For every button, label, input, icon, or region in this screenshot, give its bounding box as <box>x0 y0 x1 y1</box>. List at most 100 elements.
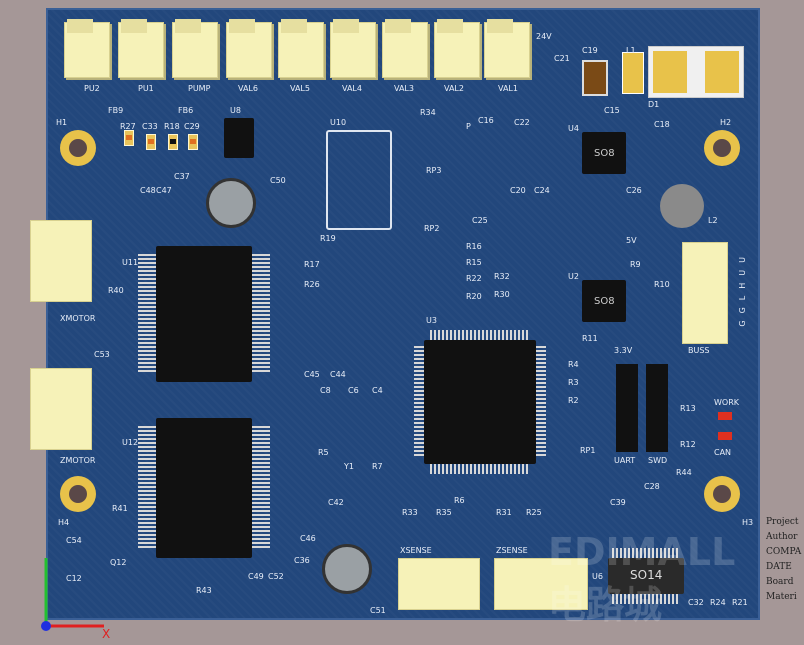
connector-val3 <box>382 19 428 78</box>
label-u8: U8 <box>230 106 241 115</box>
label-r7: R7 <box>372 462 383 471</box>
label-r6: R6 <box>454 496 465 505</box>
label-u3: U3 <box>426 316 437 325</box>
label-q12: Q12 <box>110 558 127 567</box>
label-u10: U10 <box>330 118 347 127</box>
watermark-text: EDIMALL 电路城 <box>548 530 736 627</box>
connector-pu1 <box>118 19 164 78</box>
connector-xsense <box>398 558 480 610</box>
capacitor-c51 <box>322 544 372 594</box>
inductor-l1 <box>622 52 644 94</box>
label-l1: L1 <box>626 46 636 55</box>
capacitor-c50 <box>206 178 256 228</box>
label-c19: C19 <box>582 46 598 55</box>
label-r16: R16 <box>466 242 482 251</box>
label-rp1: RP1 <box>580 446 596 455</box>
connector-pu2 <box>64 19 110 78</box>
label-so14: SO14 <box>630 568 663 582</box>
label-c8: C8 <box>320 386 331 395</box>
label-c28: C28 <box>644 482 660 491</box>
capacitor <box>124 130 134 146</box>
diode-d1 <box>648 46 744 98</box>
connector-val1 <box>484 19 530 78</box>
label-xsense: XSENSE <box>400 546 432 555</box>
label-zmotor: ZMOTOR <box>60 456 96 465</box>
led-can <box>718 432 732 440</box>
label-r31: R31 <box>496 508 512 517</box>
label-r40: R40 <box>108 286 124 295</box>
label-c37: C37 <box>174 172 190 181</box>
label-xmotor: XMOTOR <box>60 314 96 323</box>
connector-zmotor <box>30 368 92 450</box>
chip-u10 <box>326 130 392 230</box>
label-r19: R19 <box>320 234 336 243</box>
label-pu1: PU1 <box>138 84 154 93</box>
label-c45: C45 <box>304 370 320 379</box>
label-pump: PUMP <box>188 84 211 93</box>
label-r34: R34 <box>420 108 436 117</box>
chip-u8 <box>224 118 254 158</box>
label-c46: C46 <box>300 534 316 543</box>
label-c18: C18 <box>654 120 670 129</box>
connector-val5 <box>278 19 324 78</box>
pcb-board: PU2 PU1 PUMP VAL6 VAL5 VAL4 VAL3 VAL2 VA… <box>30 8 760 627</box>
connector-val4 <box>330 19 376 78</box>
label-h4: H4 <box>58 518 70 527</box>
label-pu2: PU2 <box>84 84 100 93</box>
label-work: WORK <box>714 398 740 407</box>
label-r4: R4 <box>568 360 579 369</box>
label-rp3: RP3 <box>426 166 442 175</box>
label-c39: C39 <box>610 498 626 507</box>
label-c15: C15 <box>604 106 620 115</box>
label-r21: R21 <box>732 598 748 607</box>
label-c20: C20 <box>510 186 526 195</box>
label-c32: C32 <box>688 598 704 607</box>
chip-u6-so14 <box>608 558 684 594</box>
label-c36: C36 <box>294 556 310 565</box>
label-r32: R32 <box>494 272 510 281</box>
header-swd <box>646 364 668 452</box>
label-c52: C52 <box>268 572 284 581</box>
connector-pump <box>172 19 218 78</box>
label-c24: C24 <box>534 186 550 195</box>
label-c16: C16 <box>478 116 494 125</box>
capacitor <box>146 134 156 150</box>
label-u12: U12 <box>122 438 139 447</box>
label-c50: C50 <box>270 176 286 185</box>
header-uart <box>616 364 638 452</box>
label-fb9: FB9 <box>108 106 124 115</box>
label-h3: H3 <box>742 518 754 527</box>
label-val5: VAL5 <box>290 84 310 93</box>
label-c42: C42 <box>328 498 344 507</box>
label-c21: C21 <box>554 54 570 63</box>
chip-u2-so8 <box>582 280 626 322</box>
led-work <box>718 412 732 420</box>
label-u11: U11 <box>122 258 139 267</box>
label-u6: U6 <box>592 572 603 581</box>
label-swd: SWD <box>648 456 668 465</box>
connector-zsense <box>494 558 588 610</box>
label-uart: UART <box>614 456 636 465</box>
label-c4: C4 <box>372 386 383 395</box>
title-material: Materi <box>766 592 797 602</box>
label-rp2: RP2 <box>424 224 440 233</box>
chip-u4-so8 <box>582 132 626 174</box>
label-r9: R9 <box>630 260 641 269</box>
capacitor <box>188 134 198 150</box>
connector-buss <box>682 242 728 344</box>
label-3v3: 3.3V <box>614 346 633 355</box>
title-board: Board <box>766 577 794 587</box>
label-c33: C33 <box>142 122 158 131</box>
label-r33: R33 <box>402 508 418 517</box>
label-buss: BUSS <box>688 346 710 355</box>
label-5v: 5V <box>626 236 637 245</box>
label-d1: D1 <box>648 100 660 109</box>
label-r41: R41 <box>112 504 128 513</box>
label-c54: C54 <box>66 536 82 545</box>
label-fb6: FB6 <box>178 106 194 115</box>
title-date: DATE <box>766 562 792 572</box>
label-r10: R10 <box>654 280 670 289</box>
label-val1: VAL1 <box>498 84 518 93</box>
label-c53: C53 <box>94 350 110 359</box>
mounting-hole-h4 <box>60 476 96 512</box>
